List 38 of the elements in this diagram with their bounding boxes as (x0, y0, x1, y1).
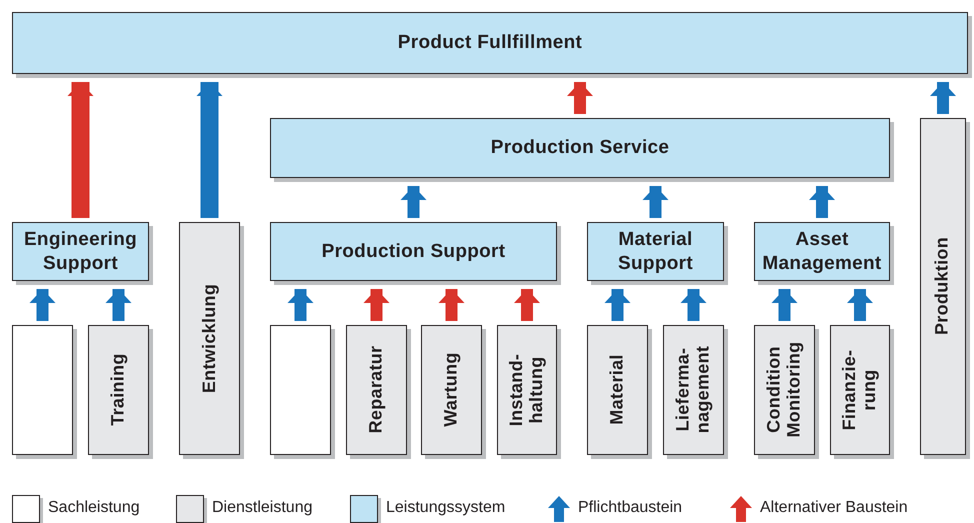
block-arrow (772, 289, 798, 321)
block-arrow (400, 186, 426, 218)
box-label: Condition Monitoring (764, 340, 804, 440)
legend-label: Pflichtbaustein (578, 499, 682, 517)
box-label: Lieferma- nagement (673, 344, 713, 436)
block-arrow (847, 289, 873, 321)
box-label: Material Support (617, 228, 694, 276)
box-label: Asset Management (761, 228, 883, 276)
box-label: Wartung (441, 352, 461, 427)
block-arrow (642, 186, 668, 218)
box-label: Produktion (932, 237, 952, 335)
block-arrow (930, 82, 956, 114)
block-arrow (288, 289, 314, 321)
box-label: Training (108, 353, 128, 426)
box-label: Instand- haltung (506, 352, 546, 428)
block-arrow (106, 289, 132, 321)
block-arrow (567, 82, 593, 114)
box-label: Material (607, 354, 627, 425)
box-label: Entwicklung (199, 283, 219, 393)
legend-label: Sachleistung (48, 499, 140, 517)
block-arrow (809, 186, 835, 218)
box-label: Production Service (490, 136, 670, 160)
legend-label: Leistungssystem (386, 499, 506, 517)
block-arrow (604, 289, 630, 321)
legend-label: Dienstleistung (212, 499, 312, 517)
block-arrow (30, 289, 56, 321)
box-label: Product Fullfillment (398, 31, 582, 55)
block-arrow (68, 82, 94, 218)
block-arrow (196, 82, 222, 218)
box-label: Reparatur (366, 346, 386, 434)
block-arrow (438, 289, 464, 321)
box-label: Engineering Support (22, 228, 138, 276)
box-label: Production Support (322, 240, 506, 264)
legend-label: Alternativer Baustein (760, 499, 908, 517)
box-label: Finanzie- rung (840, 348, 880, 432)
block-arrow (364, 289, 390, 321)
block-arrow (680, 289, 706, 321)
block-arrow (514, 289, 540, 321)
